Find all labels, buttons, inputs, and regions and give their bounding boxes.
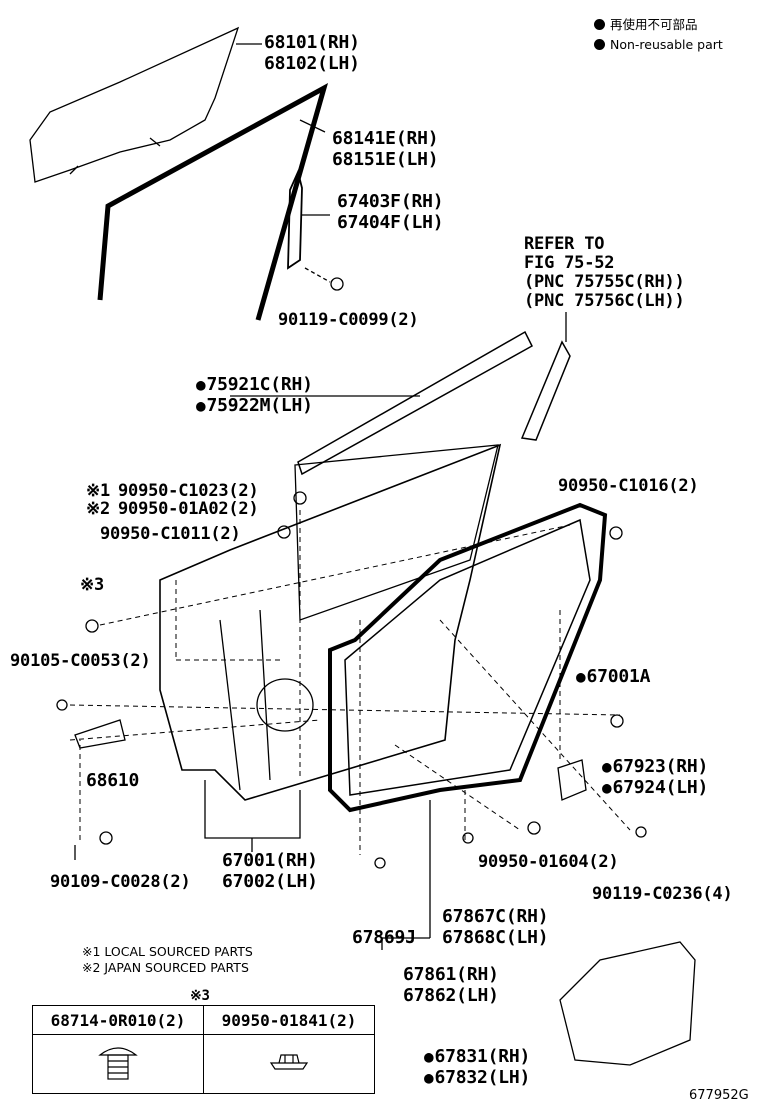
label-90950-01604: 90950-01604(2) <box>478 852 619 872</box>
label-67861: 67861(RH) <box>403 964 499 985</box>
clip-image-2 <box>203 1034 375 1094</box>
label-67831: 67831(RH) <box>424 1046 530 1067</box>
table-col2-header: 90950-01841(2) <box>203 1005 375 1035</box>
label-90950-c1011: 90950-C1011(2) <box>100 524 241 544</box>
figure-id: 677952G <box>689 1088 749 1103</box>
clip-image-1 <box>32 1034 204 1094</box>
mark-1: ※1 <box>86 481 111 501</box>
label-90950-c1023: 90950-C1023(2) <box>118 481 259 501</box>
mark-3: ※3 <box>80 575 105 595</box>
label-90950-c1016: 90950-C1016(2) <box>558 476 699 496</box>
label-75921c: 75921C(RH) <box>196 374 313 395</box>
label-68141e: 68141E(RH) <box>332 128 439 149</box>
label-67862: 67862(LH) <box>403 985 499 1006</box>
label-67869j: 67869J <box>352 927 416 948</box>
refer-line-2: FIG 75-52 <box>524 253 615 273</box>
label-67403f: 67403F(RH) <box>337 191 444 212</box>
clip-icon <box>98 1047 138 1080</box>
label-90119-c0099: 90119-C0099(2) <box>278 310 419 330</box>
reference-table: 68714-0R010(2) 90950-01841(2) <box>32 1005 375 1094</box>
label-67404f: 67404F(LH) <box>337 212 444 233</box>
label-67002: 67002(LH) <box>222 871 318 892</box>
label-68151e: 68151E(LH) <box>332 149 439 170</box>
legend-jp: 再使用不可部品 <box>594 17 698 33</box>
label-67924: 67924(LH) <box>602 777 708 798</box>
refer-line-3: (PNC 75755C(RH)) <box>524 272 685 292</box>
note-japan-sourced: ※2 JAPAN SOURCED PARTS <box>82 960 249 975</box>
label-68101: 68101(RH) <box>264 32 360 53</box>
label-90950-01a02: 90950-01A02(2) <box>118 499 259 519</box>
label-67923: 67923(RH) <box>602 756 708 777</box>
label-90119-c0236: 90119-C0236(4) <box>592 884 733 904</box>
grommet-icon <box>269 1054 309 1070</box>
mark-2: ※2 <box>86 499 111 519</box>
label-67832: 67832(LH) <box>424 1067 530 1088</box>
legend-en: Non-reusable part <box>594 37 723 53</box>
table-col1-header: 68714-0R010(2) <box>32 1005 204 1035</box>
label-75922m: 75922M(LH) <box>196 395 313 416</box>
belt-moulding <box>297 330 533 476</box>
label-67001a: 67001A <box>576 666 650 687</box>
table-mark: ※3 <box>190 988 210 1004</box>
weatherstrip <box>328 502 608 813</box>
hinge <box>74 719 126 749</box>
note-local-sourced: ※1 LOCAL SOURCED PARTS <box>82 944 253 959</box>
label-90105-c0053: 90105-C0053(2) <box>10 651 151 671</box>
label-67868c: 67868C(LH) <box>442 927 549 948</box>
door-check <box>557 759 587 801</box>
label-68102: 68102(LH) <box>264 53 360 74</box>
door-glass <box>29 26 240 183</box>
refer-line-4: (PNC 75756C(LH)) <box>524 291 685 311</box>
frame-moulding <box>520 340 571 441</box>
label-90109-c0028: 90109-C0028(2) <box>50 872 191 892</box>
door-panel <box>159 443 502 801</box>
service-cover <box>559 941 696 1066</box>
label-68610: 68610 <box>86 770 140 791</box>
division-bar <box>287 169 303 270</box>
label-67867c: 67867C(RH) <box>442 906 549 927</box>
refer-line-1: REFER TO <box>524 234 605 254</box>
glass-run <box>97 82 329 321</box>
label-67001: 67001(RH) <box>222 850 318 871</box>
